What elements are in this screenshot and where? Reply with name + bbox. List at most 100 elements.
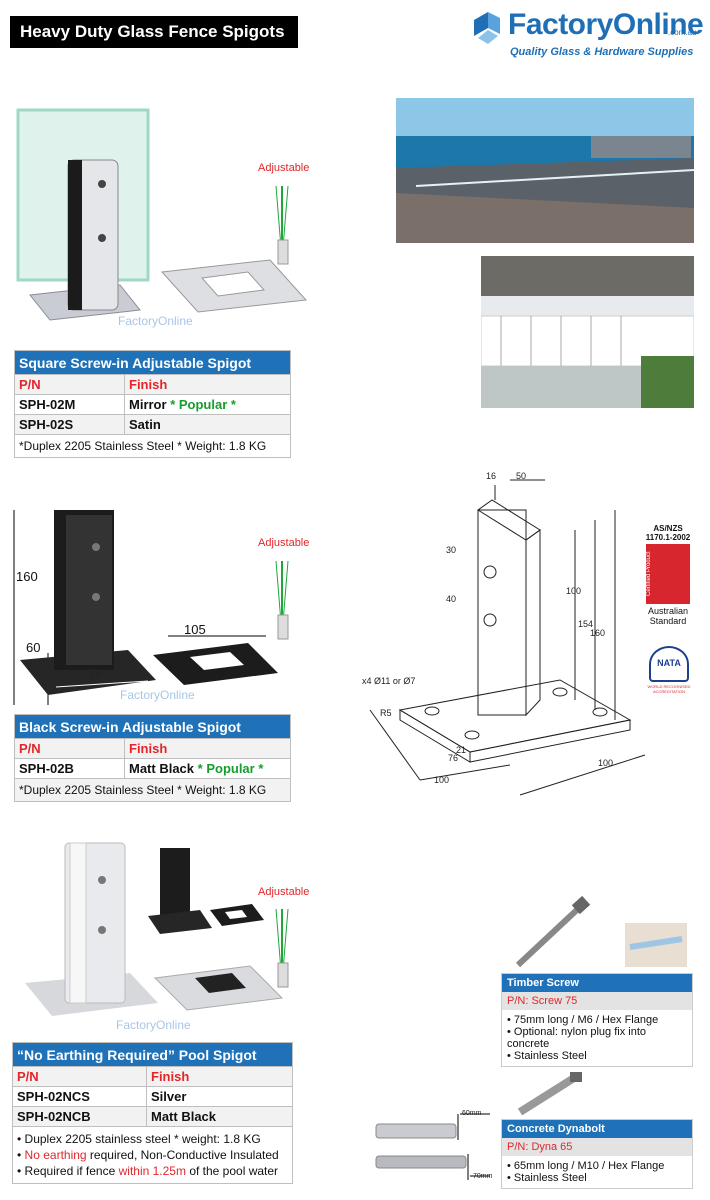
no-earthing-text: No earthing xyxy=(24,1148,87,1162)
dim-100: 100 xyxy=(566,586,582,596)
square-note: *Duplex 2205 Stainless Steel * Weight: 1… xyxy=(14,434,291,458)
as-nzs-badge: AS/NZS 1170.1-2002 Certified Product Aus… xyxy=(640,524,696,626)
pn-cell: SPH-02NCS xyxy=(12,1086,147,1107)
black-spigot-image xyxy=(8,505,308,710)
timber-bullet: Optional: nylon plug fix into concrete xyxy=(507,1026,687,1050)
logo-icon xyxy=(472,10,502,44)
col-pn: P/N xyxy=(14,374,125,395)
pool-bullet-2: No earthing required, Non-Conductive Ins… xyxy=(17,1147,288,1163)
pn-cell: SPH-02B xyxy=(14,758,125,779)
length-60mm: 60mm xyxy=(462,1110,482,1117)
timber-bullet: Stainless Steel xyxy=(507,1050,687,1062)
within-text: within 1.25m xyxy=(118,1164,186,1178)
logo-suffix: .com.au xyxy=(668,28,697,37)
pool-bullet-1: Duplex 2205 stainless steel * weight: 1.… xyxy=(17,1131,288,1147)
square-table-title: Square Screw-in Adjustable Spigot xyxy=(14,350,291,375)
dim-21: 21 xyxy=(456,745,467,755)
watermark: FactoryOnline xyxy=(116,1018,191,1032)
dim-154: 154 xyxy=(578,619,594,629)
pn-cell: SPH-02S xyxy=(14,414,125,435)
aus-line1: Australian xyxy=(647,606,689,616)
dim-holes: x4 Ø11 or Ø7 xyxy=(362,676,416,686)
aus-line2: Standard xyxy=(649,616,687,626)
nata-logo: NATA xyxy=(649,646,689,682)
col-finish: Finish xyxy=(146,1066,293,1087)
standard-line1: AS/NZS xyxy=(653,524,683,533)
bolt-diagram xyxy=(372,1110,492,1190)
popular-tag: * Popular * xyxy=(170,397,236,412)
adjustable-icon xyxy=(270,180,300,265)
pool-deck-photo xyxy=(481,256,694,408)
certified-product: Certified Product xyxy=(646,544,690,604)
adjustable-icon xyxy=(270,555,300,640)
dynabolt-box: Concrete Dynabolt P/N: Dyna 65 65mm long… xyxy=(501,1119,693,1189)
table-row: SPH-02B Matt Black * Popular * xyxy=(14,758,291,779)
dyna-title: Concrete Dynabolt xyxy=(502,1120,692,1138)
pool-notes: Duplex 2205 stainless steel * weight: 1.… xyxy=(12,1126,293,1184)
square-spigot-image xyxy=(10,100,310,340)
dim-height: 160 xyxy=(16,569,38,584)
dynabolt-image xyxy=(510,1068,590,1118)
timber-bullet: 75mm long / M6 / Hex Flange xyxy=(507,1014,687,1026)
adjustable-label: Adjustable xyxy=(258,162,310,174)
adjustable-icon xyxy=(270,903,300,988)
dyna-bullet: Stainless Steel xyxy=(507,1172,687,1184)
dim-40: 40 xyxy=(446,594,457,604)
dyna-pn: P/N: Dyna 65 xyxy=(502,1138,692,1156)
timber-pn: P/N: Screw 75 xyxy=(502,992,692,1010)
length-70mm: 70mm xyxy=(473,1173,493,1180)
logo-tagline: Quality Glass & Hardware Supplies xyxy=(510,46,694,58)
finish-cell: Mirror xyxy=(129,397,167,412)
table-row: SPH-02M Mirror * Popular * xyxy=(14,394,291,415)
pool-spigot-image xyxy=(20,838,310,1038)
timber-screw-box: Timber Screw P/N: Screw 75 75mm long / M… xyxy=(501,973,693,1067)
dim-160: 160 xyxy=(590,628,606,638)
beach-deck-photo xyxy=(396,98,694,243)
adjustable-label: Adjustable xyxy=(258,886,310,898)
pn-cell: SPH-02NCB xyxy=(12,1106,147,1127)
dyna-bullet: 65mm long / M10 / Hex Flange xyxy=(507,1160,687,1172)
logo-name: FactoryOnline xyxy=(508,8,704,41)
finish-cell: Matt Black xyxy=(129,761,195,776)
black-note: *Duplex 2205 Stainless Steel * Weight: 1… xyxy=(14,778,291,802)
black-table-title: Black Screw-in Adjustable Spigot xyxy=(14,714,291,739)
dim-width: 76 xyxy=(88,666,103,681)
col-pn: P/N xyxy=(12,1066,147,1087)
watermark: FactoryOnline xyxy=(120,688,195,702)
finish-cell: Silver xyxy=(146,1086,293,1107)
dim-76: 76 xyxy=(448,753,459,763)
finish-cell: Matt Black xyxy=(146,1106,293,1127)
pool-bullet-3: Required if fence within 1.25m of the po… xyxy=(17,1163,288,1179)
nata-badge: NATA WORLD RECOGNISED ACCREDITATION xyxy=(646,646,692,694)
bullet3-a: Required if fence xyxy=(24,1164,119,1178)
timber-screw-image xyxy=(510,895,690,970)
dim-base-depth: 100 xyxy=(598,758,614,768)
dim-30: 30 xyxy=(446,545,457,555)
popular-tag: * Popular * xyxy=(197,761,264,776)
dim-50: 50 xyxy=(516,471,527,481)
timber-title: Timber Screw xyxy=(502,974,692,992)
col-finish: Finish xyxy=(124,738,291,759)
watermark: FactoryOnline xyxy=(118,314,193,328)
dim-16: 16 xyxy=(486,471,497,481)
col-pn: P/N xyxy=(14,738,125,759)
bullet3-b: of the pool water xyxy=(185,1164,279,1178)
finish-cell: Satin xyxy=(124,414,291,435)
col-finish: Finish xyxy=(124,374,291,395)
page-title: Heavy Duty Glass Fence Spigots xyxy=(10,16,298,48)
adjustable-label: Adjustable xyxy=(258,537,310,549)
nata-subtitle: WORLD RECOGNISED ACCREDITATION xyxy=(647,684,691,694)
pool-table-title: “No Earthing Required” Pool Spigot xyxy=(12,1042,293,1067)
dim-base: 60 xyxy=(26,640,41,655)
dim-plate: 105 xyxy=(184,622,206,637)
pn-cell: SPH-02M xyxy=(14,394,125,415)
dim-base-width: 100 xyxy=(434,775,450,785)
bullet2-rest: required, Non-Conductive Insulated xyxy=(86,1148,279,1162)
standard-line2: 1170.1-2002 xyxy=(645,533,691,542)
